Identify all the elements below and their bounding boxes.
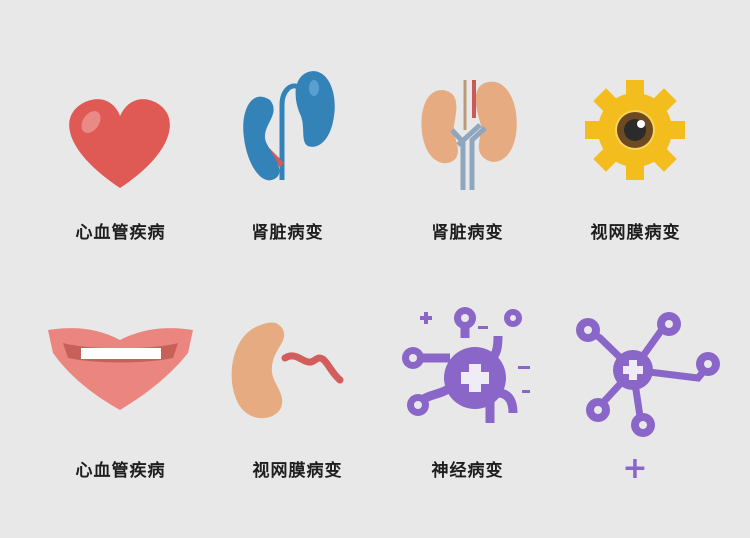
label-retina: 视网膜病变 bbox=[590, 223, 681, 243]
kidney-with-vessel-icon bbox=[210, 298, 385, 448]
gear-eye-icon bbox=[548, 60, 723, 210]
label-kidney-2: 肾脏病变 bbox=[431, 223, 504, 243]
blue-kidneys-icon bbox=[200, 60, 375, 210]
label-kidney: 肾脏病变 bbox=[251, 223, 324, 243]
grid-item-network: + bbox=[548, 298, 723, 538]
neuron-network-icon bbox=[548, 298, 723, 448]
grid-item-neuropathy: 神经病变 bbox=[380, 298, 555, 538]
label-retina-2: 视网膜病变 bbox=[252, 461, 343, 481]
label-cardiovascular: 心血管疾病 bbox=[75, 223, 166, 243]
lips-icon bbox=[33, 298, 208, 448]
plus-symbol: + bbox=[622, 451, 649, 486]
label-neuropathy: 神经病变 bbox=[431, 461, 504, 481]
grid-item-retina-2: 视网膜病变 bbox=[210, 298, 385, 538]
heart-icon bbox=[33, 60, 208, 210]
grid-item-cardiovascular-2: 心血管疾病 bbox=[33, 298, 208, 538]
grid-item-kidney-2: 肾脏病变 bbox=[380, 60, 555, 300]
neuron-circuit-icon bbox=[380, 298, 555, 448]
tan-kidneys-with-vessels-icon bbox=[380, 60, 555, 210]
grid-item-retina-1: 视网膜病变 bbox=[548, 60, 723, 300]
grid-item-cardiovascular-1: 心血管疾病 bbox=[33, 60, 208, 300]
grid-item-kidney-1: 肾脏病变 bbox=[200, 60, 375, 300]
label-cardiovascular-2: 心血管疾病 bbox=[75, 461, 166, 481]
